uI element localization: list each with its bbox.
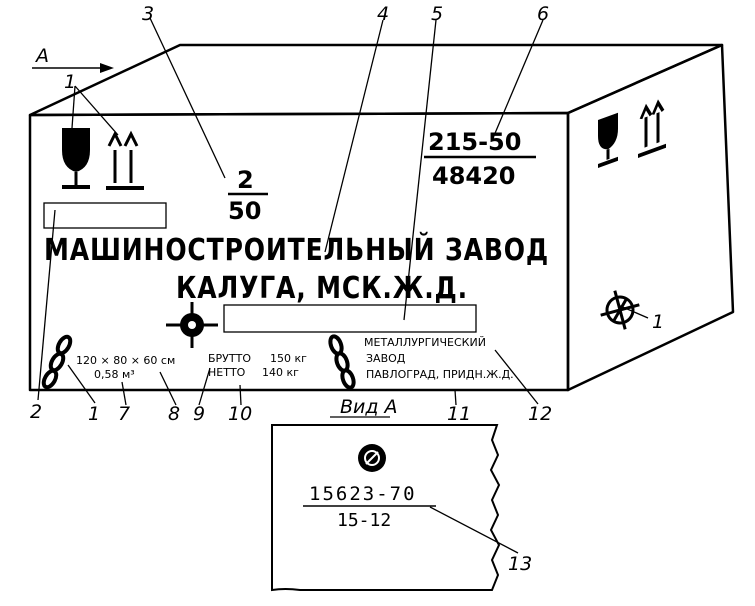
gross-label: БРУТТО bbox=[208, 352, 251, 365]
this-way-up-side-icon bbox=[638, 99, 666, 158]
view-title: Вид А bbox=[340, 396, 398, 418]
blank-field-left bbox=[43, 202, 167, 229]
destination-line2: КАЛУГА, МСК.Ж.Д. bbox=[176, 271, 468, 306]
callout-10: 10 bbox=[228, 403, 252, 425]
callout-7: 7 bbox=[118, 403, 130, 425]
callout-12: 12 bbox=[528, 403, 552, 425]
callout-8: 8 bbox=[168, 403, 180, 425]
code-bottom: 48420 bbox=[432, 162, 516, 190]
callout-1-front: 1 bbox=[88, 403, 100, 425]
callout-6: 6 bbox=[537, 3, 549, 25]
callout-1-side: 1 bbox=[652, 311, 664, 333]
fraction-top: 2 bbox=[237, 166, 254, 194]
sender-line2: ЗАВОД bbox=[366, 352, 406, 365]
blank-field-center bbox=[223, 304, 477, 333]
center-of-gravity-icon bbox=[166, 302, 218, 348]
round-stamp-icon bbox=[358, 444, 386, 472]
sling-chain-icon-right bbox=[328, 334, 356, 390]
callout-9: 9 bbox=[193, 403, 205, 425]
sling-chain-icon-left bbox=[41, 334, 73, 390]
view-arrow: A bbox=[32, 45, 114, 73]
callout-1-top: 1 bbox=[64, 71, 76, 93]
leader-lines bbox=[37, 17, 649, 554]
sender-line3: ПАВЛОГРАД, ПРИДН.Ж.Д. bbox=[366, 368, 514, 381]
fraction-bottom: 50 bbox=[228, 197, 261, 225]
fragile-glass-icon bbox=[62, 128, 90, 189]
net-label: НЕТТО bbox=[208, 366, 246, 379]
view-code-top: 15623-70 bbox=[309, 483, 417, 505]
callout-11: 11 bbox=[447, 403, 471, 425]
callout-2: 2 bbox=[30, 401, 42, 423]
box-top-face bbox=[28, 43, 724, 117]
callout-4: 4 bbox=[377, 3, 389, 25]
callout-5: 5 bbox=[431, 3, 443, 25]
code-top: 215-50 bbox=[428, 128, 521, 156]
box-side-face bbox=[566, 43, 735, 392]
fragile-glass-side-icon bbox=[598, 112, 618, 168]
view-code-bottom: 15-12 bbox=[337, 510, 391, 531]
dimensions-text: 120 × 80 × 60 см bbox=[76, 354, 175, 367]
callout-3: 3 bbox=[142, 3, 154, 25]
net-value: 140 кг bbox=[262, 366, 299, 379]
gross-value: 150 кг bbox=[270, 352, 307, 365]
callout-13: 13 bbox=[508, 553, 532, 575]
view-arrow-label: A bbox=[34, 45, 49, 67]
volume-text: 0,58 м³ bbox=[94, 368, 135, 381]
sender-line1: МЕТАЛЛУРГИЧЕСКИЙ bbox=[364, 336, 486, 349]
destination-line1: МАШИНОСТРОИТЕЛЬНЫЙ ЗАВОД bbox=[44, 232, 549, 268]
center-of-gravity-side-icon bbox=[600, 290, 640, 330]
view-panel bbox=[271, 424, 501, 592]
this-way-up-icon bbox=[106, 130, 144, 190]
box-outline bbox=[28, 43, 735, 392]
